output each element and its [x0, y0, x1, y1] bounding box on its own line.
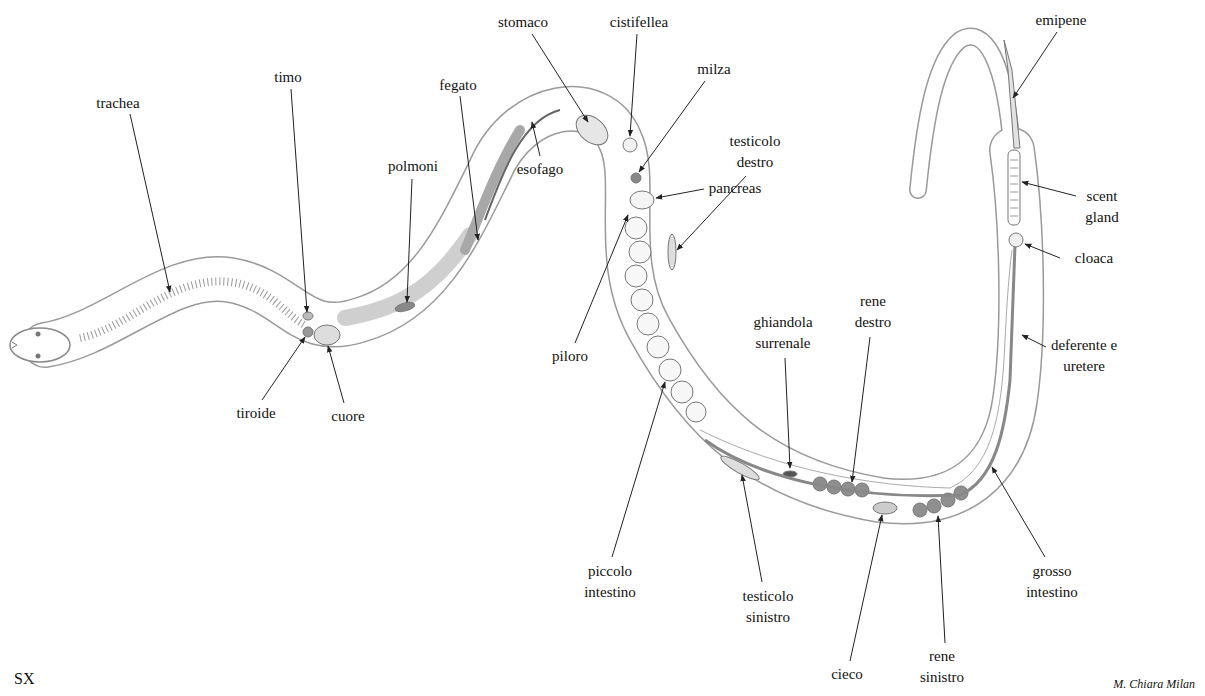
- organ-label: stomaco: [488, 12, 558, 33]
- scent-gland: [1008, 150, 1020, 225]
- organ-label: rene destro: [848, 291, 898, 333]
- scent-gland-hatch: [1010, 160, 1018, 216]
- organ-label: pancreas: [700, 178, 770, 199]
- pancreas: [630, 191, 654, 209]
- author-credit: M. Chiara Milan: [1113, 676, 1195, 693]
- organ-label: piccolo intestino: [579, 561, 641, 603]
- side-mark: SX: [14, 668, 34, 690]
- organ-label: esofago: [510, 159, 570, 180]
- organ-label: scent gland: [1080, 186, 1125, 228]
- organ-label: timo: [263, 67, 313, 88]
- organ-label: cuore: [323, 406, 373, 427]
- organ-label: rene sinistro: [915, 646, 970, 688]
- cloaca: [1009, 233, 1023, 247]
- gallbladder: [623, 138, 637, 152]
- large-intestine: [705, 245, 1015, 496]
- organs: [80, 40, 1023, 517]
- leader-lines: [130, 32, 1076, 661]
- organ-label: tiroide: [226, 403, 286, 424]
- lungs: [345, 235, 470, 318]
- heart: [314, 325, 340, 345]
- left-kidney: [913, 486, 968, 517]
- organ-label: testicolo sinistro: [735, 586, 801, 628]
- spleen: [631, 173, 641, 183]
- organ-label: emipene: [1026, 10, 1096, 31]
- right-testis: [668, 234, 676, 270]
- thymus: [303, 312, 313, 320]
- organ-label: grosso intestino: [1021, 561, 1083, 603]
- organ-label: fegato: [428, 75, 488, 96]
- hemipenis: [1004, 40, 1020, 148]
- organ-label: cieco: [822, 664, 872, 685]
- organ-label: cistifellea: [599, 12, 679, 33]
- organ-label: deferente e uretere: [1049, 335, 1119, 377]
- organ-label: milza: [689, 59, 739, 80]
- trachea-rings: [80, 281, 305, 338]
- caecum: [873, 502, 897, 514]
- organ-label: testicolo destro: [722, 131, 788, 173]
- organ-label: piloro: [540, 346, 600, 367]
- liver: [465, 130, 520, 250]
- organ-label: cloaca: [1064, 248, 1124, 269]
- organ-label: polmoni: [378, 156, 448, 177]
- thyroid: [303, 327, 313, 337]
- organ-label: ghiandola surrenale: [747, 312, 819, 354]
- snake-head: [10, 328, 70, 362]
- lung-vessel: [394, 301, 415, 314]
- vas-deferens: [700, 250, 1012, 488]
- organ-label: trachea: [83, 93, 153, 114]
- snake-body: [45, 37, 1021, 502]
- stomach: [570, 109, 613, 151]
- small-intestine: [625, 217, 706, 422]
